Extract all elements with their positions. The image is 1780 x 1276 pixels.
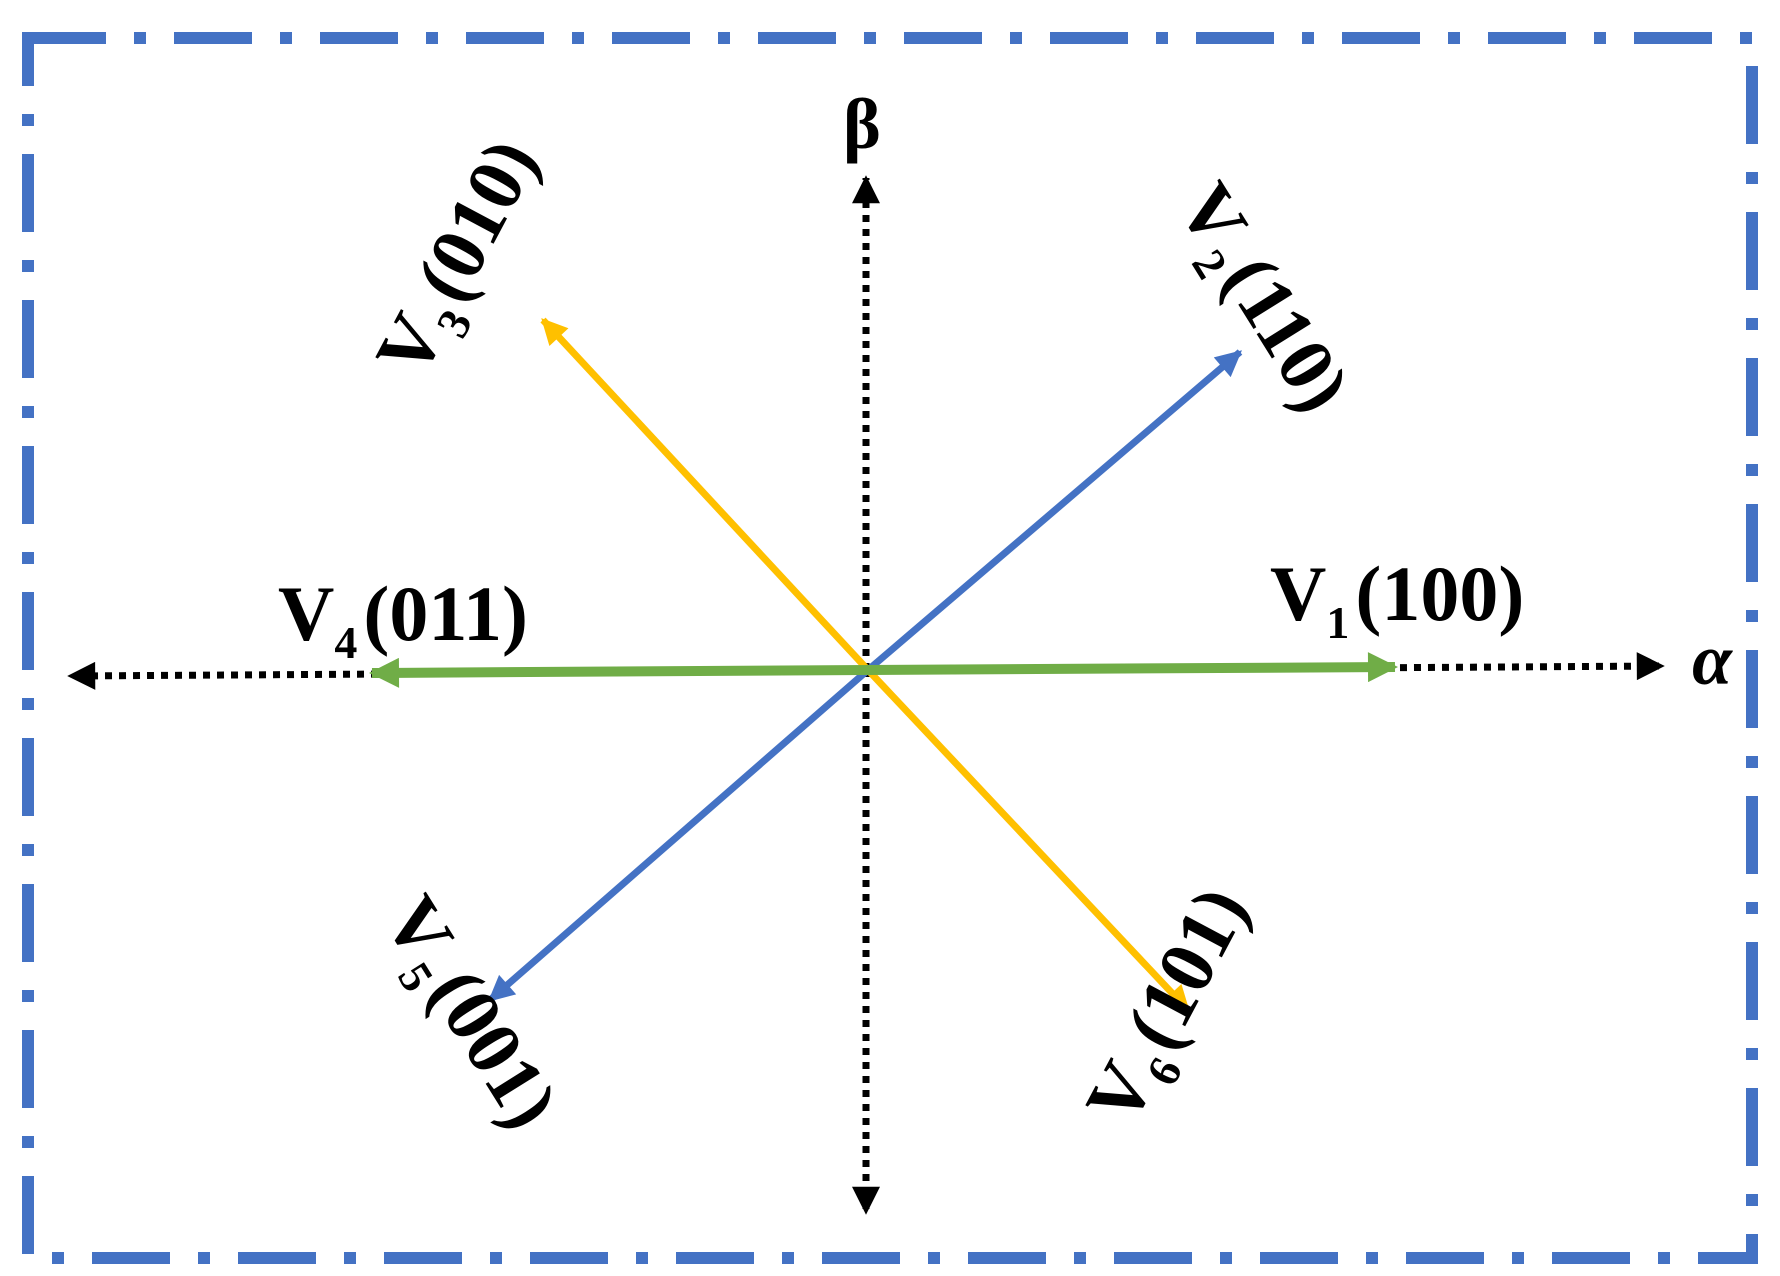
vector-v3-code: (010) [398,125,554,315]
vector-v4-name: V [278,570,334,657]
vector-v1-name: V [1270,550,1326,637]
vector-v3-arrow [540,317,871,673]
vector-v4-code: (011) [363,570,528,657]
vector-v1-code: (100) [1355,550,1524,637]
alpha-axis-label: α [1692,620,1733,700]
beta-axis-label: β [843,84,881,164]
vector-v5-label-group: V5(001) [358,881,577,1149]
vector-v1-label: V1(100) [1270,550,1524,648]
vector-v3-label-group: V3(010) [358,125,564,396]
vector-v2-code: (110) [1207,240,1368,426]
vector-v4-subscript: 4 [334,617,357,668]
vector-v6-code: (101) [1108,873,1264,1063]
vector-v5-arrow [487,667,871,1003]
vector-v3-label: V3(010) [358,125,564,396]
vector-v5-label: V5(001) [358,881,576,1149]
vector-v2-label: V2(110) [1152,168,1368,432]
vector-v5-code: (001) [413,953,576,1142]
vector-v1-arrow [867,652,1398,683]
vector-v4-arrow [369,657,869,688]
vector-v4-label: V4(011) [278,570,528,668]
vector-v6-arrow [865,667,1191,1013]
vector-v1-subscript: 1 [1326,597,1349,648]
vector-v2-arrow [865,349,1243,673]
dash-dot-frame [22,32,1758,1264]
vector-v2-label-group: V2(110) [1152,168,1368,432]
